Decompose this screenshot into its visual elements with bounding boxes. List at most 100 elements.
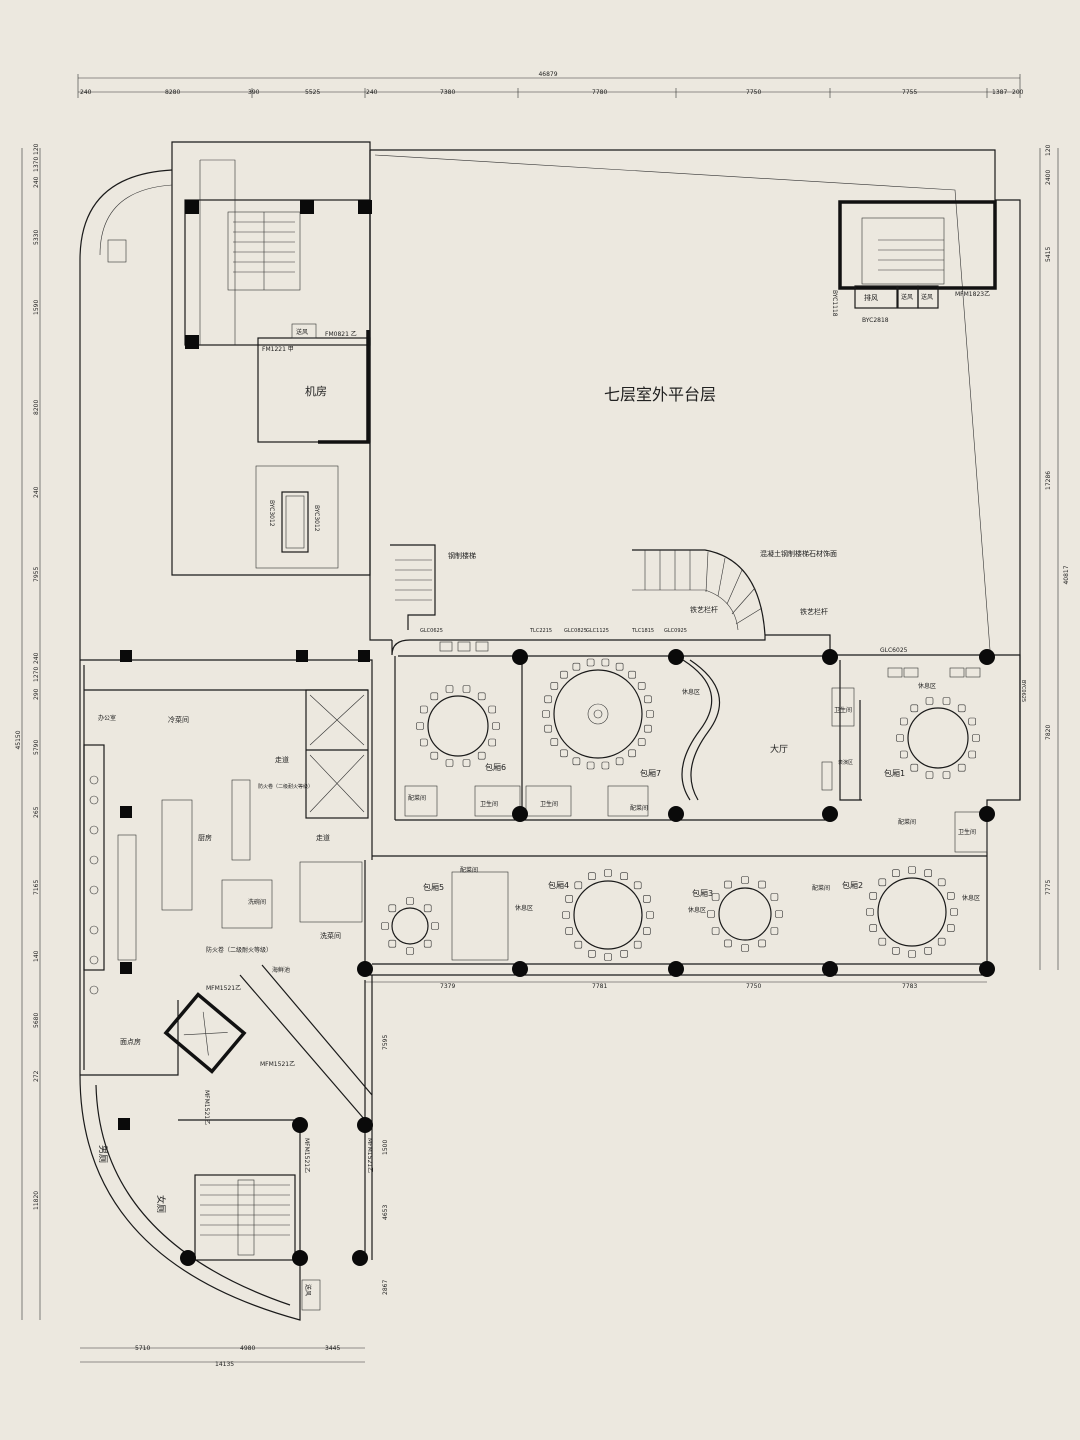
chair bbox=[942, 697, 951, 705]
dim-left-0: 120 bbox=[33, 143, 40, 155]
south-block: 男厕 女厕 MFM1521乙 MFM1521乙 MFM1521乙 送风 bbox=[79, 1074, 373, 1321]
lounge-label-4: 休息区 bbox=[688, 906, 706, 914]
chair bbox=[644, 695, 652, 704]
chair bbox=[924, 946, 932, 955]
dim-left-15: 5680 bbox=[33, 1013, 40, 1028]
chair bbox=[908, 866, 916, 874]
window-code-tlc2215: TLC2215 bbox=[529, 628, 552, 634]
chair bbox=[908, 950, 916, 958]
dim-right-2: 5415 bbox=[1045, 247, 1052, 262]
fire-shutter-label-2: 防火卷（二级耐火等级） bbox=[206, 946, 272, 954]
private-room-7: 卫生间 配菜间 包厢7 休息区 bbox=[525, 658, 721, 817]
chair bbox=[488, 738, 497, 747]
chair bbox=[604, 953, 612, 961]
dim-bottom-0: 5710 bbox=[135, 1345, 150, 1352]
dim-top-4: 240 bbox=[366, 89, 378, 96]
dimension-bottom: 7379 7781 7750 7783 5710 4980 3445 14135… bbox=[80, 981, 987, 1368]
dim-right-0: 120 bbox=[1045, 144, 1052, 156]
chair bbox=[615, 757, 624, 766]
structural-columns bbox=[180, 649, 995, 1266]
chair bbox=[462, 685, 471, 693]
elevator-lobby bbox=[163, 964, 373, 1260]
stair-shaft-top-right: 排风 送风 送风 BYC2818 BYC1118 MFM1823乙 bbox=[831, 200, 997, 324]
chair bbox=[637, 682, 646, 690]
door-code-mfm1823: MFM1823乙 bbox=[955, 291, 990, 298]
dim-top-8: 7755 bbox=[902, 89, 917, 96]
chair bbox=[560, 749, 568, 758]
chair bbox=[445, 685, 454, 693]
chair bbox=[633, 881, 642, 890]
dim-right-total: 40817 bbox=[1063, 565, 1070, 584]
pantry-label-4: 配菜间 bbox=[460, 866, 478, 874]
chair bbox=[477, 751, 486, 760]
window-code-glc0925: GLC0925 bbox=[664, 628, 687, 634]
chair bbox=[601, 761, 610, 770]
lounge-label-2: 休息区 bbox=[918, 682, 936, 690]
kitchen-block: 冷菜间 办公室 厨房 走道 走道 洗碗间 洗菜间 防火卷（二级耐火等级） 防火卷… bbox=[79, 650, 373, 1076]
chair bbox=[574, 881, 583, 890]
chair bbox=[644, 724, 652, 733]
chair bbox=[910, 763, 919, 772]
chair bbox=[711, 927, 720, 935]
chair bbox=[542, 710, 550, 718]
dim-vmid-2: 4653 bbox=[382, 1205, 389, 1220]
chair bbox=[896, 734, 904, 742]
chair bbox=[707, 910, 715, 918]
chair bbox=[550, 738, 559, 746]
dim-left-2: 240 bbox=[33, 176, 40, 188]
chair bbox=[925, 771, 934, 779]
chair bbox=[892, 946, 900, 955]
chair bbox=[628, 749, 636, 758]
dishwash-label: 洗碗间 bbox=[248, 898, 266, 906]
dim-top-6: 7780 bbox=[592, 89, 607, 96]
machine-room-label: 机房 bbox=[305, 384, 327, 398]
chair bbox=[588, 872, 596, 881]
chair bbox=[758, 880, 766, 889]
performance-label: 表演区 bbox=[838, 759, 853, 766]
chair bbox=[869, 924, 878, 932]
dim-bottom-mid-0: 7379 bbox=[440, 983, 455, 990]
window-code-tlc1815: TLC1815 bbox=[631, 628, 654, 634]
chair bbox=[586, 658, 595, 667]
office-label: 办公室 bbox=[98, 714, 116, 722]
dim-left-1: 1370 bbox=[33, 157, 40, 172]
kitchen-label: 厨房 bbox=[198, 833, 212, 842]
chair bbox=[423, 904, 432, 913]
railing-label-2: 铁艺栏杆 bbox=[800, 607, 828, 616]
chair bbox=[604, 869, 612, 877]
cold-dish-label: 冷菜间 bbox=[168, 715, 189, 724]
window-code-glc6025: GLC6025 bbox=[880, 647, 908, 654]
window-code-byc3012-a: BYC3012 bbox=[268, 500, 275, 527]
chair bbox=[646, 911, 654, 919]
toilet-label-2: 卫生间 bbox=[540, 800, 558, 808]
chair bbox=[416, 722, 424, 730]
dim-bottom-1: 4980 bbox=[240, 1345, 255, 1352]
window-code-byc0625: BYC0625 bbox=[1020, 680, 1026, 702]
chair bbox=[430, 692, 439, 701]
chair bbox=[544, 724, 552, 733]
outdoor-stairs: 钢制楼梯 混凝土钢制楼梯石材饰面 铁艺栏杆 铁艺栏杆 bbox=[390, 544, 837, 636]
private-room-1-label: 包厢1 bbox=[884, 768, 905, 778]
dim-left-6: 240 bbox=[33, 486, 40, 498]
chair bbox=[724, 880, 732, 889]
chair bbox=[492, 722, 500, 730]
dim-vmid-3: 2867 bbox=[382, 1280, 389, 1295]
private-room-7-label: 包厢7 bbox=[640, 768, 661, 778]
chair bbox=[946, 924, 955, 932]
dim-left-4: 1590 bbox=[33, 300, 40, 315]
dimension-right: 40817 120 2400 5415 17286 7820 7775 bbox=[1039, 144, 1070, 970]
private-room-2: 包厢2 休息区 bbox=[842, 866, 980, 958]
door-code-mfm1521-a: MFM1521乙 bbox=[206, 985, 241, 992]
chair bbox=[574, 940, 583, 949]
dim-vmid-1: 1500 bbox=[382, 1140, 389, 1155]
chair bbox=[775, 910, 783, 918]
terrace-outline bbox=[79, 141, 1021, 800]
door-code-mfm1521-d: MFM1521乙 bbox=[303, 1138, 310, 1173]
private-room-2-label: 包厢2 bbox=[842, 880, 863, 890]
door-code-fm1221: FM1221 甲 bbox=[262, 346, 294, 353]
dim-left-total: 45150 bbox=[15, 730, 22, 749]
pantry-label-1: 配菜间 bbox=[408, 794, 426, 802]
chair bbox=[477, 692, 486, 701]
chair bbox=[419, 738, 428, 747]
